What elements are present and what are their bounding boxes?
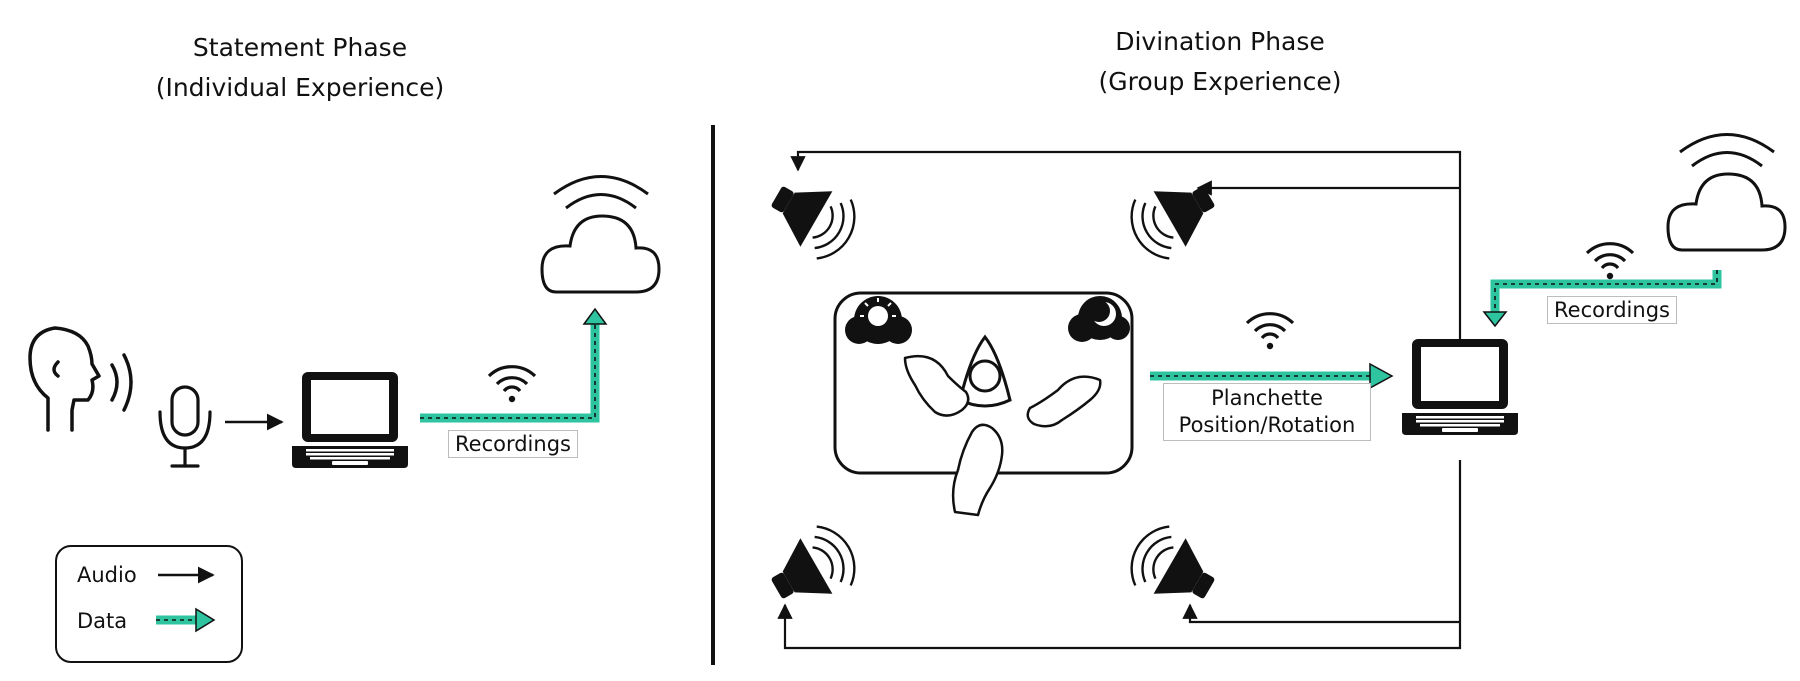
speaker-icon-top-right	[1119, 165, 1228, 269]
planchette-label: Planchette Position/Rotation	[1163, 383, 1371, 441]
wifi-icon-statement	[487, 365, 537, 404]
data-arrow-laptop-to-cloud	[420, 307, 608, 423]
data-arrow-board-to-laptop	[1150, 362, 1394, 390]
planchette-label-line1: Planchette	[1211, 386, 1323, 410]
speaker-icon-bottom-left	[758, 516, 867, 620]
legend-data-label: Data	[77, 609, 128, 633]
wifi-icon-cloud	[1585, 242, 1635, 281]
speaker-icon-top-left	[758, 165, 867, 269]
divination-phase-heading: Divination Phase	[1115, 27, 1325, 56]
recordings-label-statement: Recordings	[448, 430, 578, 458]
statement-phase-heading: Statement Phase	[192, 33, 408, 62]
statement-phase-subheading: (Individual Experience)	[155, 73, 445, 102]
moon-cloud-icon	[1068, 296, 1130, 342]
wifi-icon-divination	[1245, 312, 1295, 351]
ouija-board	[833, 291, 1134, 517]
hand-icons	[903, 354, 1102, 517]
cloud-icon-divination	[1666, 133, 1787, 252]
divination-phase-title: Divination Phase (Group Experience)	[1020, 22, 1420, 102]
speaker-icon-bottom-right	[1119, 516, 1228, 620]
cloud-icon-statement	[540, 175, 661, 294]
sun-cloud-icon	[845, 296, 912, 344]
audio-routing-lines	[777, 150, 1462, 650]
planchette-label-line2: Position/Rotation	[1178, 413, 1356, 437]
statement-phase-title: Statement Phase (Individual Experience)	[100, 28, 500, 108]
legend: Audio Data	[55, 545, 243, 663]
legend-data-arrow	[156, 607, 216, 633]
laptop-icon-divination	[1402, 339, 1518, 435]
laptop-icon-statement	[292, 372, 408, 468]
recordings-label-divination: Recordings	[1547, 296, 1677, 324]
legend-audio-label: Audio	[77, 563, 137, 587]
data-arrow-cloud-to-laptop	[1482, 270, 1722, 328]
planchette	[958, 334, 1012, 408]
speaking-head-icon	[28, 326, 133, 432]
microphone-icon	[158, 385, 212, 468]
divination-phase-subheading: (Group Experience)	[1098, 67, 1342, 96]
